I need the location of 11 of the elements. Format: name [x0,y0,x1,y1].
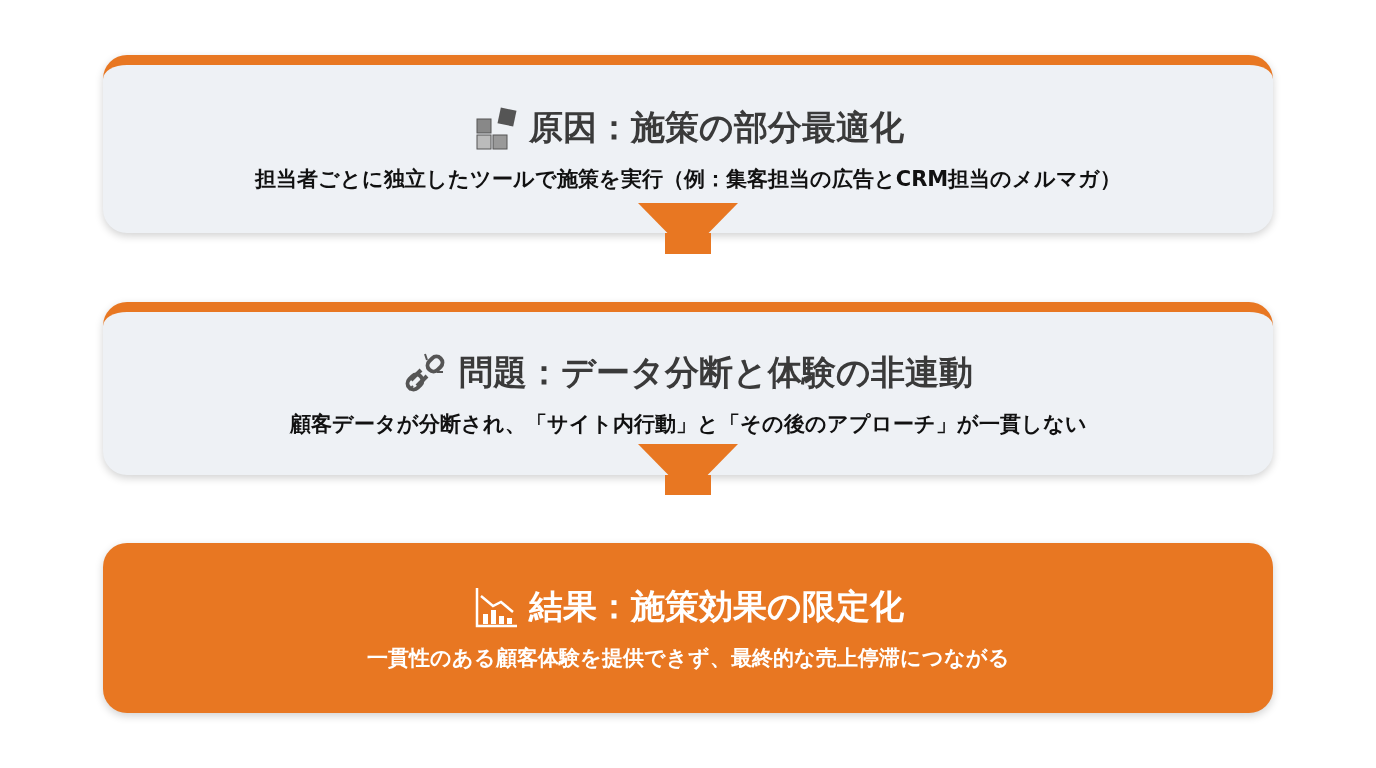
box-description: 顧客データが分断され、「サイト内行動」と「その後のアプローチ」が一貫しない [289,410,1087,438]
process-box [103,55,1273,233]
box-heading: 結果：施策効果の限定化 [528,585,904,628]
block-arrow [638,444,738,495]
block-arrow [638,203,738,254]
process-box [103,543,1273,713]
box-description: 担当者ごとに独立したツールで施策を実行（例：集客担当の広告とCRM担当のメルマガ） [254,166,1122,193]
box-description: 一貫性のある顧客体験を提供できず、最終的な売上停滞につながる [366,645,1010,672]
box-heading: 原因：施策の部分最適化 [528,106,904,149]
process-box [103,302,1273,475]
box-heading: 問題：データ分断と体験の非連動 [459,350,973,394]
